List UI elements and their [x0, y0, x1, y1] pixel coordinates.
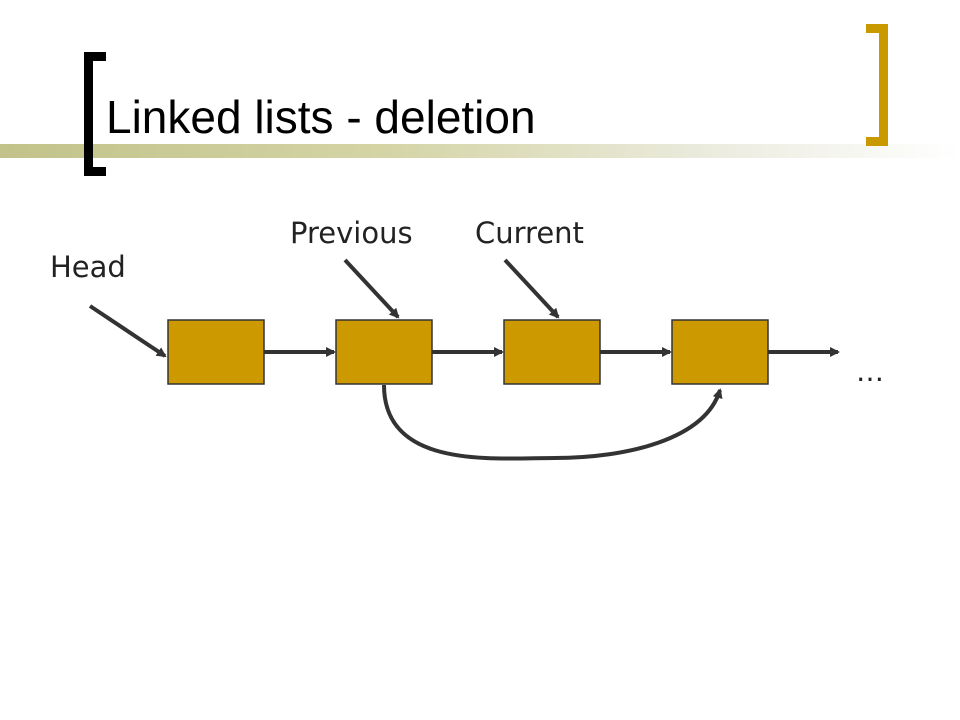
list-node-1 [167, 319, 265, 385]
current-label: Current [475, 216, 584, 250]
list-node-4 [671, 319, 769, 385]
head-label: Head [50, 250, 126, 284]
previous-label: Previous [290, 216, 413, 250]
head-pointer-arrow [88, 304, 167, 358]
current-pointer-arrow [503, 258, 560, 319]
previous-pointer-arrow [343, 258, 400, 319]
list-node-2-previous [335, 319, 433, 385]
left-bracket-decoration [84, 52, 106, 176]
continuation-ellipsis: … [856, 355, 884, 388]
slide-title: Linked lists - deletion [106, 91, 536, 143]
title-underline-bar [0, 144, 960, 158]
bypass-link-previous-to-next [382, 384, 723, 461]
list-node-3-current [503, 319, 601, 385]
right-bracket-decoration [866, 24, 888, 146]
